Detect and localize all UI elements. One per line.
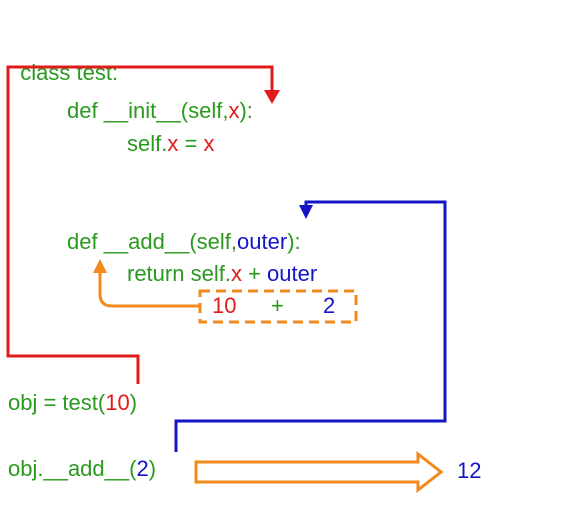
call-close: ) (148, 456, 157, 481)
obj-assign-text: obj = test( (8, 390, 106, 415)
orange-return-arrow (98, 272, 200, 308)
orange-arrowhead-icon (93, 259, 107, 273)
add-param-outer: outer (237, 229, 288, 254)
init-definition-line: def __init__(self,x): (67, 98, 253, 124)
call-text: obj.__add__( (8, 456, 137, 481)
add-call-line: obj.__add__(2) (8, 456, 156, 482)
blue-arrowhead-icon (299, 205, 313, 219)
obj-assign-close: ) (129, 390, 138, 415)
blue-connector-arrow (174, 200, 447, 452)
init-param-x: x (228, 98, 240, 123)
red-connector-arrow (6, 65, 274, 384)
return-line: return self.x + outer (127, 261, 317, 287)
eval-left-value: 10 (212, 293, 237, 318)
init-def-text: def __init__(self, (67, 98, 229, 123)
assign-operator: = (178, 131, 204, 156)
init-body-line: self.x = x (127, 131, 214, 157)
return-outer: outer (267, 261, 318, 286)
constructor-arg-10: 10 (105, 390, 130, 415)
add-def-text: def __add__(self, (67, 229, 238, 254)
red-arrowhead-icon (264, 90, 280, 104)
result-value: 12 (457, 458, 482, 483)
class-keyword-text: class test: (20, 60, 119, 85)
object-assignment-line: obj = test(10) (8, 390, 137, 416)
self-prefix: self. (127, 131, 168, 156)
eval-right-value: 2 (323, 293, 336, 318)
return-attr-x: x (230, 261, 242, 286)
init-def-close: ): (239, 98, 253, 123)
return-plus: + (241, 261, 268, 286)
self-attr-x: x (167, 131, 179, 156)
call-arg-2: 2 (136, 456, 149, 481)
result-block-arrow-icon (194, 450, 444, 494)
add-def-close: ): (287, 229, 301, 254)
evaluation-dashed-box (198, 289, 358, 324)
class-definition-line: class test: (8, 34, 118, 86)
add-definition-line: def __add__(self,outer): (67, 229, 301, 255)
eval-plus-operator: + (271, 293, 284, 318)
assigned-value-x: x (203, 131, 215, 156)
return-prefix: return self. (127, 261, 231, 286)
